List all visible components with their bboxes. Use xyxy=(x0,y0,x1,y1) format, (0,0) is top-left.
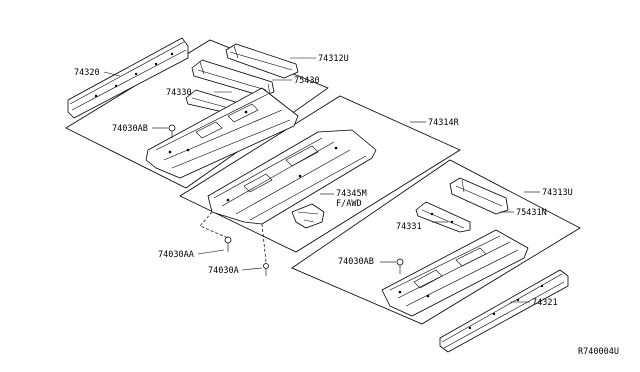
label-f-awd: F/AWD xyxy=(336,199,362,209)
bolt-74030AA xyxy=(224,236,232,252)
label-74321: 74321 xyxy=(532,298,558,308)
clip-74030A xyxy=(263,263,269,276)
label-74313U: 74313U xyxy=(542,188,573,198)
bracket-75431N xyxy=(449,177,509,215)
cross-member-74312U xyxy=(225,43,299,79)
front-floor-pan xyxy=(145,87,299,179)
label-74314R: 74314R xyxy=(428,118,460,128)
label-74030AB-front: 74030AB xyxy=(112,124,148,134)
label-75430: 75430 xyxy=(294,76,320,86)
bracket-74345M xyxy=(291,203,325,229)
label-74030AB-rear: 74030AB xyxy=(338,257,374,267)
label-74320: 74320 xyxy=(74,68,100,78)
rear-side-member-74321 xyxy=(439,269,569,353)
center-floor-tunnel xyxy=(207,129,377,225)
install-line-right xyxy=(261,223,267,263)
bolt-74030AB-rear xyxy=(396,258,404,274)
label-74345M: 74345M xyxy=(336,189,367,199)
diagram-code: R740004U xyxy=(578,347,619,357)
label-74331: 74331 xyxy=(396,222,422,232)
label-74312U: 74312U xyxy=(318,54,349,64)
rear-floor-pan xyxy=(381,229,529,317)
rear-floor-plate xyxy=(291,159,581,325)
bolt-74030AB-front xyxy=(168,124,176,138)
front-side-member-74320 xyxy=(67,37,189,119)
install-line-left xyxy=(199,211,229,239)
label-75431N: 75431N xyxy=(516,208,547,218)
label-74030AA: 74030AA xyxy=(158,250,194,260)
label-74030A: 74030A xyxy=(208,266,239,276)
bracket-75430 xyxy=(191,59,275,97)
label-74330: 74330 xyxy=(166,88,192,98)
floor-member-74331 xyxy=(415,201,471,233)
